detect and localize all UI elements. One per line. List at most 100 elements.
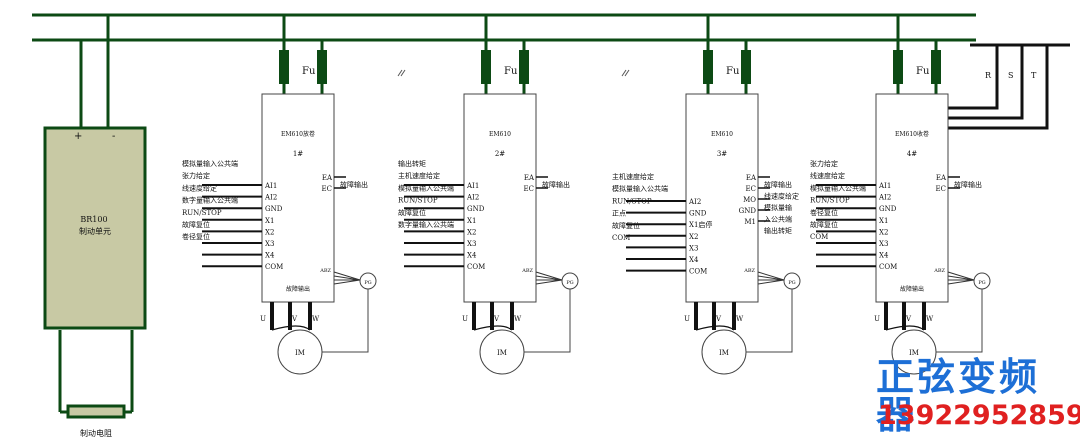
brand-phone: 13922952859 [878,400,1080,431]
pg-terminals: ABZ [933,268,945,274]
left-terminal: AI2 [466,194,479,202]
right-terminal: M1 [744,218,756,226]
encoder-coupling [936,289,983,353]
fuse-minus [519,50,529,84]
left-terminal: X3 [467,240,476,248]
right-label: 入公共端 [764,215,792,224]
drive-number: 3# [717,150,727,158]
left-terminal: X4 [879,252,889,260]
drive-box [875,93,949,303]
right-terminal: EA [936,174,947,182]
motor-lead [884,302,888,330]
pg-wire [333,279,361,285]
left-label: 卷径复位 [810,208,838,217]
pg-wire [947,279,975,285]
pg-wire [947,275,975,281]
drive-3: Fu+-EM6103#AI2GNDX1启停X2X3X4COM主机速度给定模拟量输… [612,15,801,375]
left-terminal: X2 [689,233,698,241]
motor-label: IM [295,349,305,357]
left-label: RUN/STOP [182,209,222,217]
left-label: 主机速度给定 [612,172,654,181]
left-terminal: AI1 [466,182,479,190]
left-terminal: COM [265,263,283,271]
drive-number: 1# [293,150,303,158]
fuse-plus [481,50,491,84]
uvw-label: U [260,315,266,323]
dc-bus [32,13,976,42]
uvw-label: V [905,315,912,323]
right-terminal: EC [524,185,534,193]
uvw-label: W [736,315,744,323]
left-label: 正点 [612,210,626,218]
encoder-coupling [746,289,793,353]
pg-wire [535,275,563,281]
left-label: 故障复位 [810,220,838,229]
brake-unit-plus: + [74,131,82,142]
pg-terminals: ABZ [319,268,331,274]
motor-lead [922,302,926,330]
left-terminal: COM [467,263,485,271]
left-terminal: COM [689,268,707,276]
left-terminal: AI1 [264,182,277,190]
left-label: 线速度给定 [182,183,217,192]
pg-label: PG [788,280,795,286]
supply-t: T [1031,71,1037,80]
right-terminal: EC [936,185,946,193]
right-terminal: EC [322,185,332,193]
uvw-label: V [493,315,500,323]
motor-lead [308,302,312,330]
left-label: 输出转矩 [398,159,426,168]
left-terminal: X3 [879,240,888,248]
right-terminal: MO [743,196,756,204]
left-label: 张力给定 [182,171,210,180]
pg-wire [757,275,785,281]
drive-2: Fu+-EM6102#AI1AI2GNDX1X2X3X4COM输出转矩主机速度给… [398,15,579,375]
pg-wire [947,271,975,281]
pg-terminals: ABZ [743,268,755,274]
pg-wire [757,279,785,285]
fuse-label: Fu [916,66,930,77]
brake-unit-name: 制动单元 [79,226,111,236]
brake-resistor [66,404,126,419]
motor-leads-join [473,325,513,331]
uvw-label: W [514,315,522,323]
fuse-plus [893,50,903,84]
fuse-plus [279,50,289,84]
left-terminal: X1 [879,217,888,225]
motor-lead [510,302,514,330]
motor-label: IM [497,349,507,357]
pg-wire [757,271,785,281]
left-label: 故障复位 [182,220,210,229]
left-label: 线速度给定 [810,171,845,180]
right-label: 输出转矩 [764,226,792,235]
pg-label: PG [364,280,371,286]
motor-label: IM [719,349,729,357]
supply-s: S [1008,71,1013,80]
left-label: 卷径复位 [182,232,210,241]
break-marks [397,69,630,77]
left-label: 模拟量输入公共端 [810,183,866,192]
fuse-minus [317,50,327,84]
drive-box [463,93,537,303]
left-label: 故障复位 [612,221,640,230]
motor-lead [902,302,906,330]
drive-title: EM610 [489,131,511,138]
motor-lead [270,302,274,330]
uvw-label: U [462,315,468,323]
motor-lead [712,302,716,330]
uvw-label: W [926,315,934,323]
motor-leads-join [271,325,311,331]
left-terminal: GND [879,205,897,213]
brake-unit-minus: - [112,131,115,142]
pg-wire [333,275,361,281]
drive-number: 2# [495,150,505,158]
pg-label: PG [978,280,985,286]
right-terminal: EA [524,174,535,182]
supply-r: R [985,71,992,80]
left-label: 数字量输入公共端 [398,220,454,229]
brake-unit-model: BR100 [80,215,107,224]
uvw-label: U [684,315,690,323]
left-label: 模拟量输入公共端 [612,184,668,193]
left-terminal: X2 [265,228,274,236]
brake-unit-wiring [58,15,134,414]
